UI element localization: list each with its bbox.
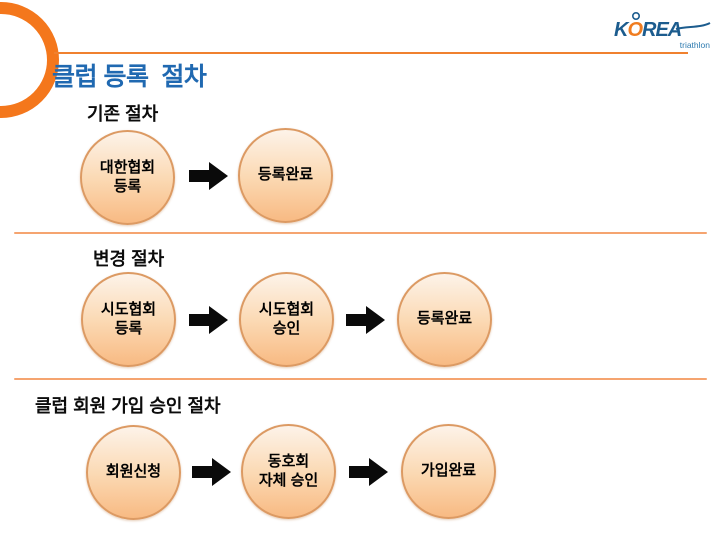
- page-title: 클럽 등록 절차: [52, 63, 207, 91]
- logo-wordmark: KOREA: [614, 19, 681, 41]
- arrow-right-icon: [346, 306, 385, 334]
- header-rule: [54, 52, 688, 54]
- step-circle: 등록완료: [238, 128, 333, 223]
- logo-head-icon: [631, 12, 640, 21]
- step-circle: 시도협회 등록: [81, 272, 176, 367]
- step-circle: 회원신청: [86, 425, 181, 520]
- step-circle: 가입완료: [401, 424, 496, 519]
- section-divider: [14, 232, 707, 234]
- step-circle: 시도협회 승인: [239, 272, 334, 367]
- section-heading-existing: 기존 절차: [87, 104, 159, 124]
- arrow-right-icon: [192, 458, 231, 486]
- section-heading-changed: 변경 절차: [93, 249, 165, 269]
- step-circle: 동호회 자체 승인: [241, 424, 336, 519]
- logo-tagline: triathlon: [680, 40, 711, 50]
- section-heading-member-join: 클럽 회원 가입 승인 절차: [35, 396, 221, 416]
- arrow-right-icon: [349, 458, 388, 486]
- step-circle: 대한협회 등록: [80, 130, 175, 225]
- logo-swoosh: [675, 22, 711, 30]
- section-divider: [14, 378, 707, 380]
- arrow-right-icon: [189, 162, 228, 190]
- ring-decoration: [0, 2, 59, 118]
- arrow-right-icon: [189, 306, 228, 334]
- step-circle: 등록완료: [397, 272, 492, 367]
- korea-triathlon-logo: KOREA triathlon: [614, 12, 711, 50]
